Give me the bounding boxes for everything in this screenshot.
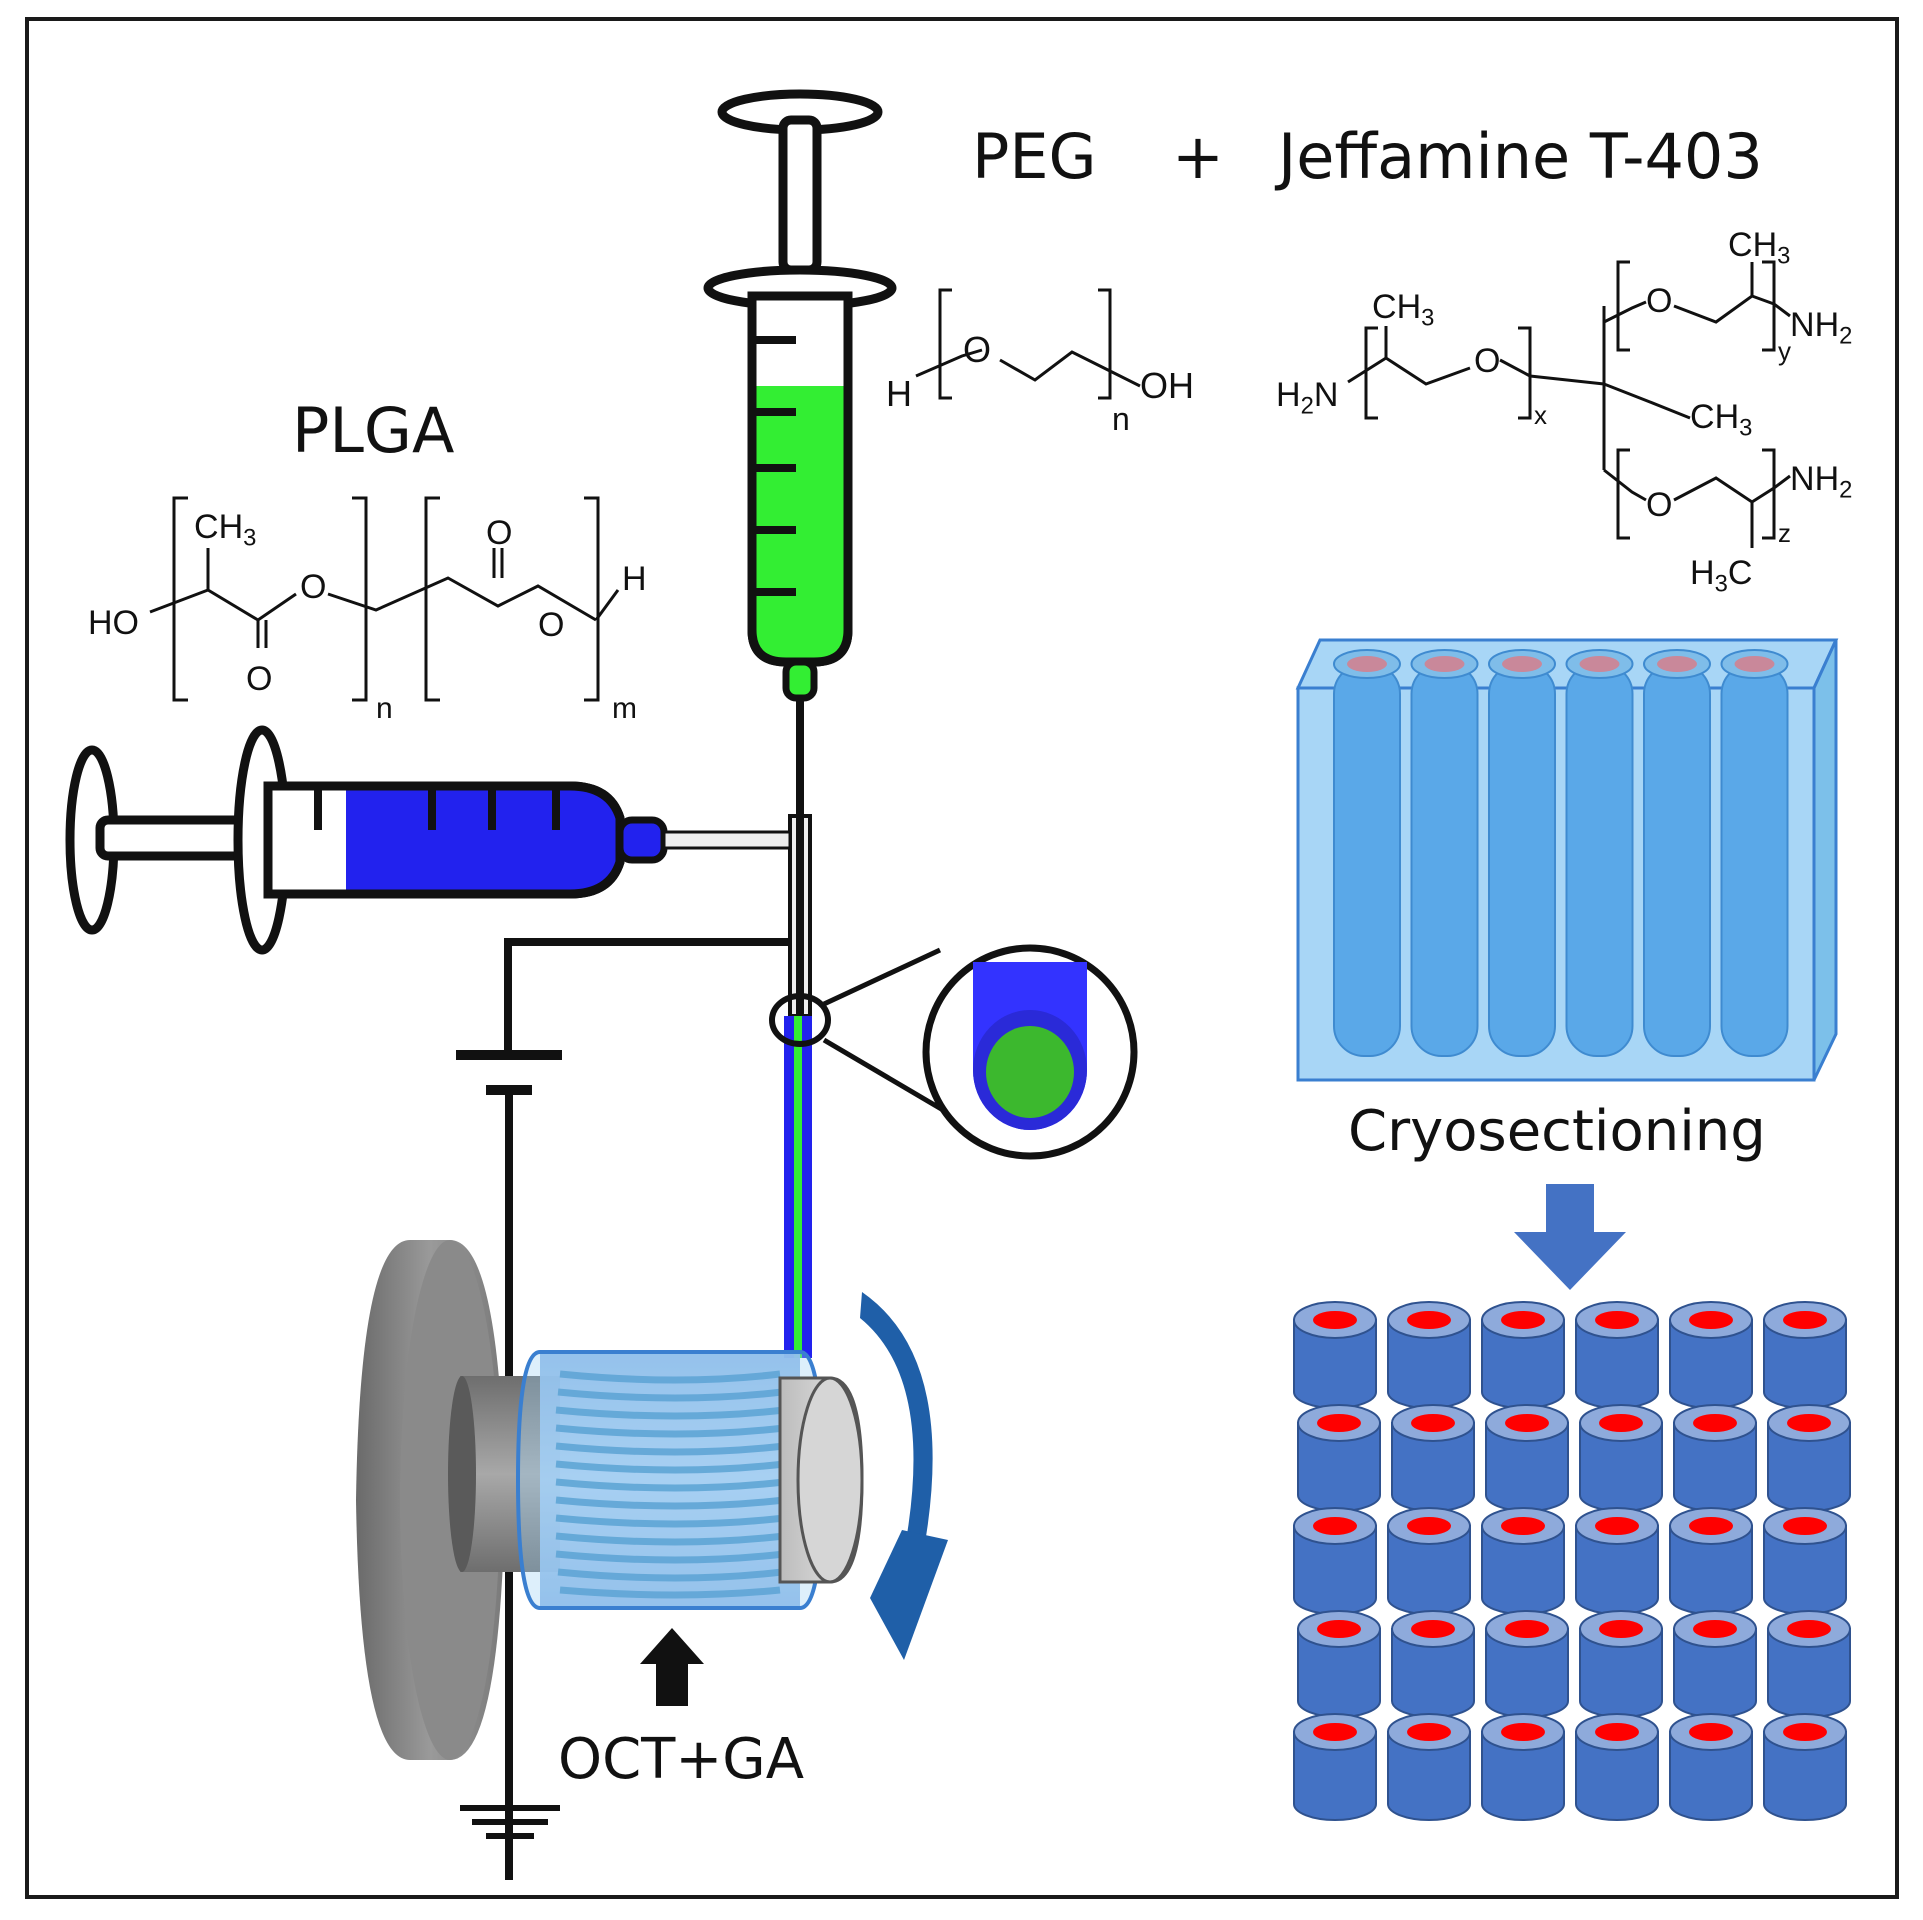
cryosection-disc [1763,1507,1847,1615]
rotating-collector-icon [356,1240,864,1760]
jeff-nh2-z: NH2 [1790,460,1852,503]
block-channel [1720,649,1789,1057]
jeff-nh2-y: NH2 [1790,306,1852,349]
cryosection-disc [1575,1713,1659,1821]
cryosection-disc [1391,1610,1475,1718]
peg-o: O [963,329,991,370]
peg-n: n [1112,401,1130,437]
block-channel [1333,649,1401,1057]
jeff-h2n: H2N [1276,376,1338,419]
cryosection-disc [1297,1404,1381,1512]
jeff-o-x: O [1474,342,1500,380]
cryosection-disc [1297,1610,1381,1718]
vertical-syringe-icon [703,89,897,702]
cryosection-disc [1387,1713,1471,1821]
cryosection-disc [1481,1713,1565,1821]
jeff-ch3-left: CH3 [1372,288,1434,331]
jeff-h3c: H3C [1690,554,1752,597]
magnify-line-bottom [822,1037,962,1123]
cryosection-disc [1767,1404,1851,1512]
jeff-o-z: O [1646,486,1672,524]
plga-n: n [376,692,393,725]
block-channels [1333,649,1789,1057]
cryosection-disc [1481,1507,1565,1615]
cryosection-grid [1293,1301,1851,1821]
plus-label: + [1172,120,1224,193]
cryosection-disc [1575,1507,1659,1615]
jeff-y: y [1778,336,1791,366]
peg-structure [915,288,1141,400]
cryosection-disc [1763,1713,1847,1821]
jeff-ch3-mid: CH3 [1690,398,1752,441]
down-arrow-icon [1514,1184,1626,1290]
peg-label: PEG [972,120,1097,193]
plga-label: PLGA [292,394,454,467]
plga-structure [149,496,620,702]
plga-o-ester1: O [300,568,326,606]
horizontal-needle [662,830,792,850]
cryosection-disc [1767,1610,1851,1718]
cryosection-disc [1293,1507,1377,1615]
plga-m: m [612,692,637,725]
jeff-ch3-top: CH3 [1728,226,1790,269]
cryosection-disc [1669,1713,1753,1821]
block-channel [1410,649,1479,1057]
cryosection-disc [1485,1404,1569,1512]
ground-icon [460,1805,560,1839]
plga-ho: HO [88,604,139,642]
plga-ch3: CH3 [194,508,256,551]
oct-ga-label: OCT+GA [558,1727,804,1792]
fiber-jet [784,1016,812,1358]
cryosection-disc [1579,1610,1663,1718]
embedded-fiber-block [1295,638,1839,1082]
block-channel [1488,649,1556,1057]
plga-o-carbonyl2: O [486,514,512,552]
cryosection-disc [1293,1301,1377,1409]
block-channel [1565,649,1634,1057]
jeff-x: x [1534,400,1547,430]
cryosection-disc [1387,1507,1471,1615]
rotation-arrow-icon [860,1292,948,1660]
coaxial-core-wire [796,816,804,1016]
magnify-line-top [822,947,942,1007]
cryosection-disc [1579,1404,1663,1512]
block-channel [1643,649,1711,1057]
cryosection-disc [1669,1507,1753,1615]
vertical-needle [796,698,804,816]
fiber-cross-section-zoom [922,944,1138,1160]
plga-o-carbonyl1: O [246,660,272,698]
plga-o-ester2: O [538,606,564,644]
cryosection-disc [1673,1404,1757,1512]
cryosection-disc [1673,1610,1757,1718]
horizontal-syringe-icon [65,725,668,955]
jeffamine-structure [1347,260,1791,548]
cryosection-disc [1763,1301,1847,1409]
cryosectioning-label: Cryosectioning [1348,1099,1766,1164]
cryosection-disc [1575,1301,1659,1409]
jet-magnify-ring [769,993,831,1047]
cryosection-disc [1481,1301,1565,1409]
jeff-z: z [1778,518,1791,548]
plga-h: H [622,560,647,598]
cryosection-disc [1669,1301,1753,1409]
cryosection-disc [1485,1610,1569,1718]
up-arrow-icon [640,1628,704,1706]
peg-h: H [886,373,912,414]
peg-oh: OH [1140,365,1194,406]
jeff-o-y: O [1646,282,1672,320]
cryosection-disc [1387,1301,1471,1409]
jeffamine-label: Jeffamine T-403 [1274,120,1763,193]
cryosection-disc [1391,1404,1475,1512]
cryosection-disc [1293,1713,1377,1821]
